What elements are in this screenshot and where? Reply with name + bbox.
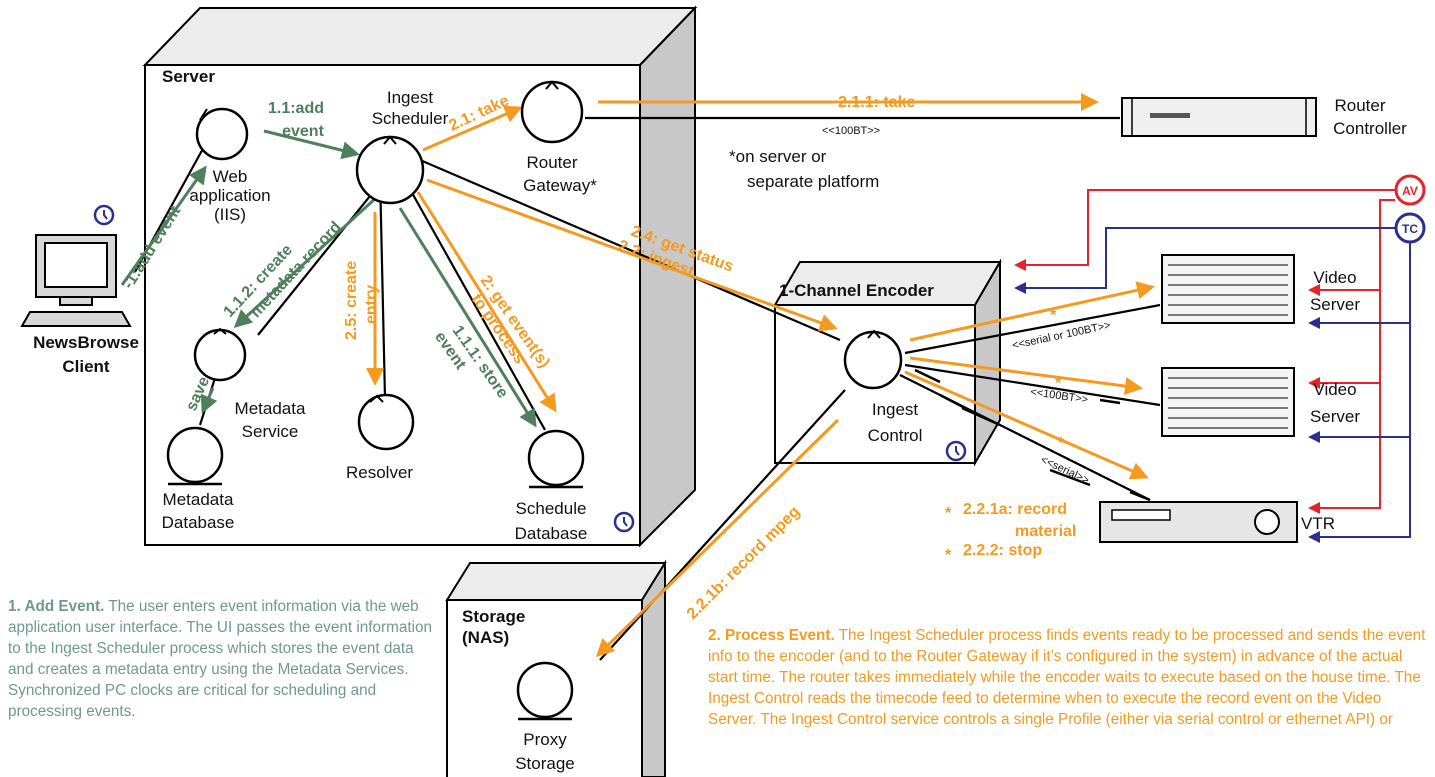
star-video-server-2: *	[1055, 375, 1062, 392]
vtr-device: VTR	[1099, 501, 1335, 543]
svg-text:VTR: VTR	[1301, 514, 1335, 533]
msg-take-211: 2.1.1: take	[838, 94, 915, 111]
msg-record-mpeg: 2.2.1b: record mpeg	[684, 503, 804, 623]
encoder-label: 1-Channel Encoder	[779, 281, 934, 300]
clock-icon	[93, 204, 115, 226]
clock-icon	[613, 511, 635, 533]
connector-breaks	[914, 368, 1151, 502]
svg-text:AV: AV	[1402, 184, 1418, 198]
msg-stop: 2.2.2: stop	[963, 542, 1042, 559]
resolver-node: Resolver	[346, 393, 415, 482]
green-arrows	[120, 129, 537, 428]
storage-box: Storage(NAS)	[445, 559, 667, 777]
conn-100bt: <<100BT>>	[1030, 386, 1089, 406]
process-event-description: 2. Process Event. The Ingest Scheduler p…	[708, 627, 1426, 728]
storage-label: Storage(NAS)	[462, 607, 525, 647]
tc-feed-lines	[1014, 227, 1411, 543]
svg-text:Resolver: Resolver	[346, 463, 413, 482]
star-stop: *	[945, 547, 952, 564]
clock-icon	[945, 440, 967, 462]
star-vtr: *	[1058, 435, 1065, 452]
star-video-server-1: *	[1050, 307, 1057, 324]
star-record: *	[945, 505, 952, 522]
av-badge: AV	[1394, 174, 1426, 206]
tc-badge: TC	[1394, 212, 1426, 244]
conn-100bt-router: <<100BT>>	[822, 125, 880, 137]
orange-arrows	[366, 93, 1155, 658]
av-feed-lines	[1014, 189, 1395, 514]
add-event-description: 1. Add Event. The user enters event info…	[8, 598, 433, 720]
svg-text:TC: TC	[1402, 222, 1418, 236]
conn-serial: <<serial>>	[1039, 454, 1091, 487]
server-label: Server	[162, 67, 215, 86]
